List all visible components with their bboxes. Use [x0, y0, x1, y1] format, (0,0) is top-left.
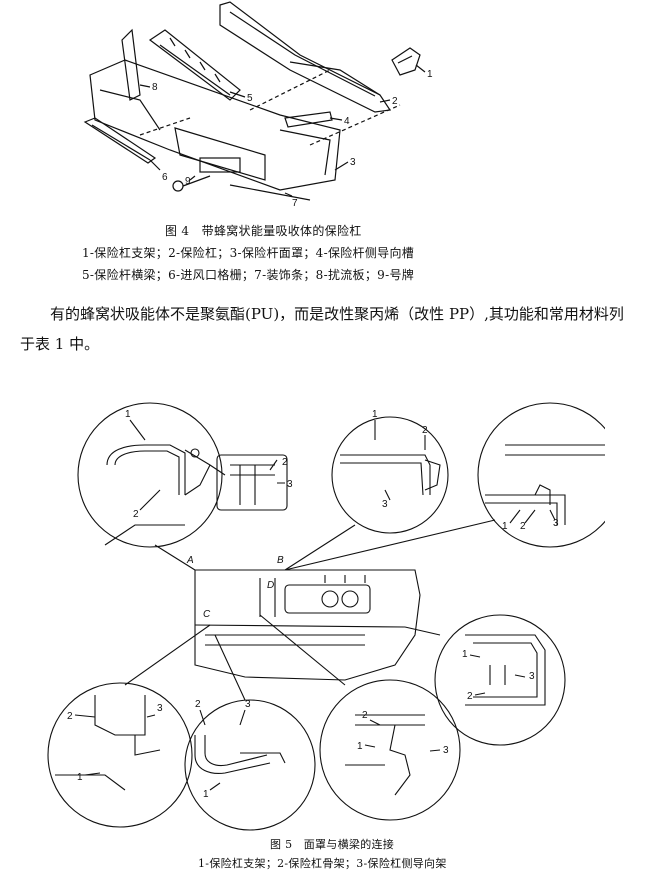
fig5-callout-1f: 1: [357, 741, 363, 752]
fig5-callout-1c: 1: [502, 521, 508, 532]
fig5-section-C: C: [203, 609, 211, 620]
fig4-callout-5: 5: [247, 93, 253, 104]
fig5-callout-3c: 3: [553, 518, 559, 529]
fig5-callout-1e: 1: [203, 789, 209, 800]
figure-4-caption: 图 4 带蜂窝状能量吸收体的保险杠: [165, 224, 362, 238]
fig5-section-D: D: [267, 580, 274, 591]
figure-4-drawing: 1 2 3 4 5 6 7 8 9: [83, 1, 433, 209]
fig5-callout-3b: 3: [382, 499, 388, 510]
fig5-callout-2a: 2: [133, 509, 139, 520]
figure-4-legend-line-2: 5-保险杆横梁；6-进风口格栅；7-装饰条；8-扰流板；9-号牌: [82, 268, 415, 282]
fig5-callout-2h: 2: [467, 691, 473, 702]
fig4-callout-9: 9: [185, 176, 191, 187]
fig5-callout-3g: 3: [529, 671, 535, 682]
fig5-callout-3f: 3: [443, 745, 449, 756]
fig4-callout-7: 7: [292, 198, 298, 209]
fig5-callout-1g: 1: [462, 649, 468, 660]
figure-5-caption: 图 5 面罩与横梁的连接: [270, 838, 395, 851]
fig5-callout-2f: 2: [195, 699, 201, 710]
fig4-callout-3: 3: [350, 157, 356, 168]
fig5-section-A: A: [186, 555, 194, 566]
figure-5-drawing: A B C D 1 2 2 3 1 2 3 1 2 3 2 3 1 2 3 1 …: [47, 402, 605, 831]
figure-5-legend: 1-保险杠支架；2-保险杠骨架；3-保险杠侧导向架: [198, 857, 447, 870]
fig5-callout-1b: 1: [372, 409, 378, 420]
fig4-callout-8: 8: [152, 82, 158, 93]
fig5-callout-1d: 1: [77, 772, 83, 783]
figure-4-legend-line-1: 1-保险杠支架；2-保险杠；3-保险杆面罩；4-保险杆侧导向槽: [82, 246, 415, 260]
fig4-callout-1: 1: [427, 69, 433, 80]
fig5-callout-3d: 3: [157, 703, 163, 714]
fig5-callout-2d: 2: [520, 521, 526, 532]
body-paragraph: 有的蜂窝状吸能体不是聚氨酯(PU)，而是改性聚丙烯（改性 PP）,其功能和常用材…: [20, 305, 624, 353]
fig5-callout-1a: 1: [125, 409, 131, 420]
fig4-callout-6: 6: [162, 172, 168, 183]
fig5-callout-2b: 2: [282, 457, 288, 468]
fig4-callout-4: 4: [344, 116, 350, 127]
fig5-callout-2c: 2: [422, 425, 428, 436]
fig5-callout-2g: 2: [362, 710, 368, 721]
fig5-callout-3e: 3: [245, 699, 251, 710]
fig5-section-B: B: [277, 555, 284, 566]
fig4-callout-2: 2: [392, 96, 398, 107]
fig5-callout-2e: 2: [67, 711, 73, 722]
fig5-callout-3a: 3: [287, 479, 293, 490]
